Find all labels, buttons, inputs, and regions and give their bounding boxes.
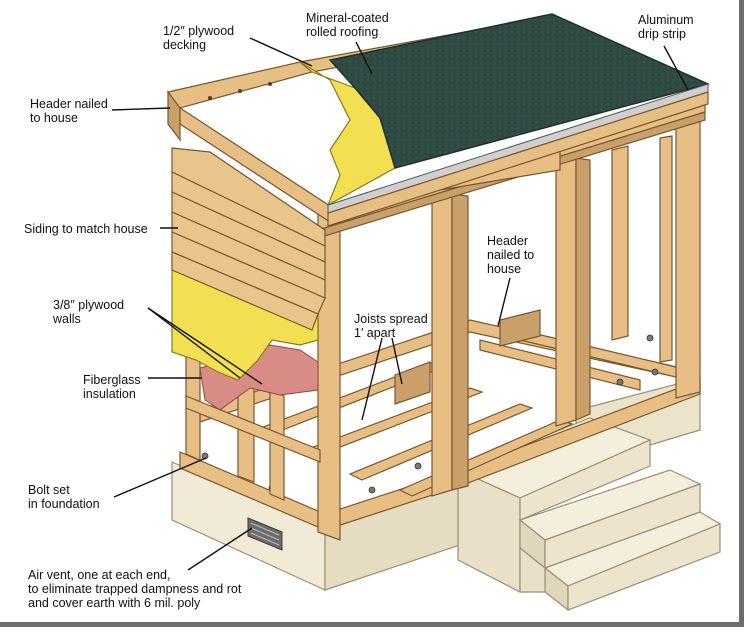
leader-header-right: [497, 277, 511, 327]
leader-air-vent: [187, 527, 253, 571]
label-joists: Joists spread 1′ apart: [354, 312, 428, 340]
bolt-icon: [616, 378, 624, 386]
leader-joists-1: [361, 337, 383, 421]
plywood-wall-panel: [171, 259, 319, 381]
roof-header: [166, 61, 314, 109]
leader-bolt: [113, 457, 207, 498]
label-plywood-decking: 1/2″ plywood decking: [163, 24, 235, 52]
leader-plywood-walls-2: [147, 307, 263, 385]
label-air-vent: Air vent, one at each end, to eliminate …: [28, 568, 242, 610]
leader-joists-2: [391, 337, 403, 385]
frame-bottom-edge: [0, 622, 744, 627]
label-bolt: Bolt set in foundation: [28, 483, 100, 511]
bolt-icon: [368, 486, 376, 494]
label-header-left: Header nailed to house: [30, 97, 108, 125]
label-drip-strip: Aluminum drip strip: [638, 13, 694, 41]
label-rolled-roofing: Mineral-coated rolled roofing: [306, 11, 389, 39]
leader-plywood-walls-1: [147, 307, 241, 379]
bolt-icon: [414, 462, 422, 470]
leader-plywood-decking: [249, 37, 313, 67]
leader-rolled-roofing: [355, 41, 373, 75]
bolt-icon: [646, 334, 654, 342]
air-vent-icon: [247, 517, 283, 551]
label-insulation: Fiberglass insulation: [83, 373, 141, 401]
bolt-icon: [651, 368, 659, 376]
leader-lines: [111, 37, 689, 571]
leader-header-left: [111, 107, 171, 111]
label-header-right: Header nailed to house: [487, 234, 535, 276]
leader-drip-strip: [663, 45, 689, 91]
siding: [171, 147, 326, 331]
rolled-roofing: [328, 13, 711, 169]
label-plywood-walls: 3/8″ plywood walls: [53, 298, 125, 326]
frame-right-edge: [739, 0, 744, 627]
label-siding: Siding to match house: [24, 222, 148, 236]
roof: [166, 13, 711, 227]
